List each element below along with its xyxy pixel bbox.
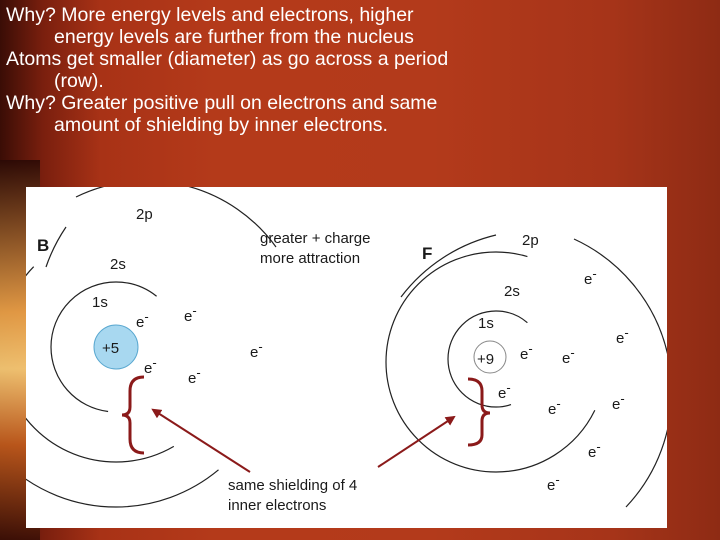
electron: e-	[250, 339, 263, 361]
text-line-2: energy levels are further from the nucle…	[54, 26, 414, 48]
boron-shell-1s	[50, 281, 182, 413]
boron-nucleus-charge: +5	[102, 340, 119, 357]
atom-diagram: +5 B 2p 2s 1s e- e- e- e- e- +9 F 2p	[26, 187, 667, 514]
annotation-bottom-line-1: same shielding of 4	[228, 477, 357, 494]
boron-shell-2p-arc-left	[45, 226, 67, 268]
electron: e-	[612, 391, 625, 413]
text-line-5: Why? Greater positive pull on electrons …	[6, 92, 438, 114]
electron: e-	[188, 365, 201, 387]
text-line-1: Why? More energy levels and electrons, h…	[6, 4, 414, 26]
boron-atom: +5 B 2p 2s 1s e- e- e- e- e-	[26, 187, 277, 508]
boron-shell-2p-arc	[75, 187, 277, 248]
fluorine-shell-2p-right	[573, 238, 667, 508]
fluorine-atom: +9 F 2p 2s 1s e- e- e- e- e- e- e- e- e-	[385, 232, 667, 508]
text-line-6: amount of shielding by inner electrons.	[54, 114, 388, 136]
slide-text: Why? More energy levels and electrons, h…	[6, 4, 706, 136]
electron: e-	[547, 472, 560, 494]
fluorine-shell-2s	[385, 251, 607, 473]
electron: e-	[548, 396, 561, 418]
boron-shell-2p	[26, 187, 277, 508]
fluorine-nucleus	[473, 340, 507, 374]
fluorine-shell-2p-left	[400, 234, 497, 298]
fluorine-nucleus-charge: +9	[477, 351, 494, 368]
boron-label-2p: 2p	[136, 206, 153, 223]
electron: e-	[498, 380, 511, 402]
arrow-to-boron	[151, 408, 251, 473]
text-line-4: (row).	[54, 70, 104, 92]
fluorine-electrons: e- e- e- e- e- e- e- e- e-	[498, 266, 629, 494]
fluorine-shell-1s	[447, 310, 545, 408]
fluorine-label-1s: 1s	[478, 315, 494, 332]
boron-label-2s: 2s	[110, 256, 126, 273]
fluorine-label-2s: 2s	[504, 283, 520, 300]
electron: e-	[136, 309, 149, 331]
boron-symbol: B	[37, 236, 49, 255]
electron: e-	[144, 355, 157, 377]
arrow-to-fluorine	[377, 415, 456, 468]
boron-label-1s: 1s	[92, 294, 108, 311]
fluorine-symbol: F	[422, 244, 432, 263]
electron: e-	[588, 439, 601, 461]
annotation-top-line-2: more attraction	[260, 250, 360, 267]
fluorine-label-2p: 2p	[522, 232, 539, 249]
electron: e-	[584, 266, 597, 288]
annotation-top-line-1: greater + charge	[260, 230, 371, 247]
boron-nucleus	[93, 324, 139, 370]
electron: e-	[562, 345, 575, 367]
boron-electrons: e- e- e- e- e-	[136, 303, 263, 387]
fluorine-shielding-bracket	[467, 377, 491, 447]
electron: e-	[520, 341, 533, 363]
text-line-3: Atoms get smaller (diameter) as go acros…	[6, 48, 449, 70]
boron-shielding-bracket	[121, 375, 145, 455]
electron: e-	[184, 303, 197, 325]
annotation-bottom-line-2: inner electrons	[228, 497, 326, 514]
boron-shell-2s	[26, 231, 232, 463]
electron: e-	[616, 325, 629, 347]
atom-diagram-panel: +5 B 2p 2s 1s e- e- e- e- e- +9 F 2p	[26, 187, 667, 528]
